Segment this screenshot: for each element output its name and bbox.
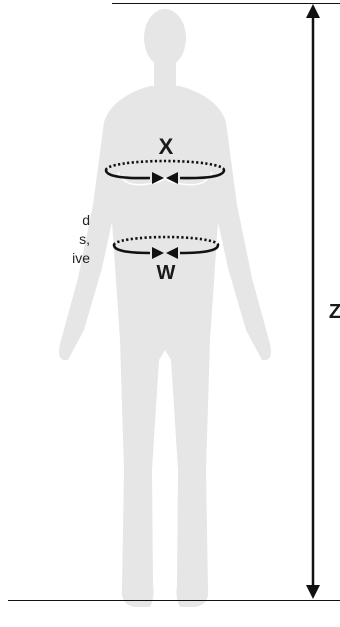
height-arrow: [306, 4, 320, 599]
side-text-line: s,: [0, 230, 90, 249]
human-silhouette-icon: [59, 9, 271, 607]
height-label: Z: [329, 301, 340, 323]
waist-label: W: [157, 262, 176, 284]
chest-label: X: [159, 134, 174, 159]
side-text-line: ive: [0, 249, 90, 268]
side-text-line: d: [0, 211, 90, 230]
side-text: d s, ive: [0, 211, 90, 268]
